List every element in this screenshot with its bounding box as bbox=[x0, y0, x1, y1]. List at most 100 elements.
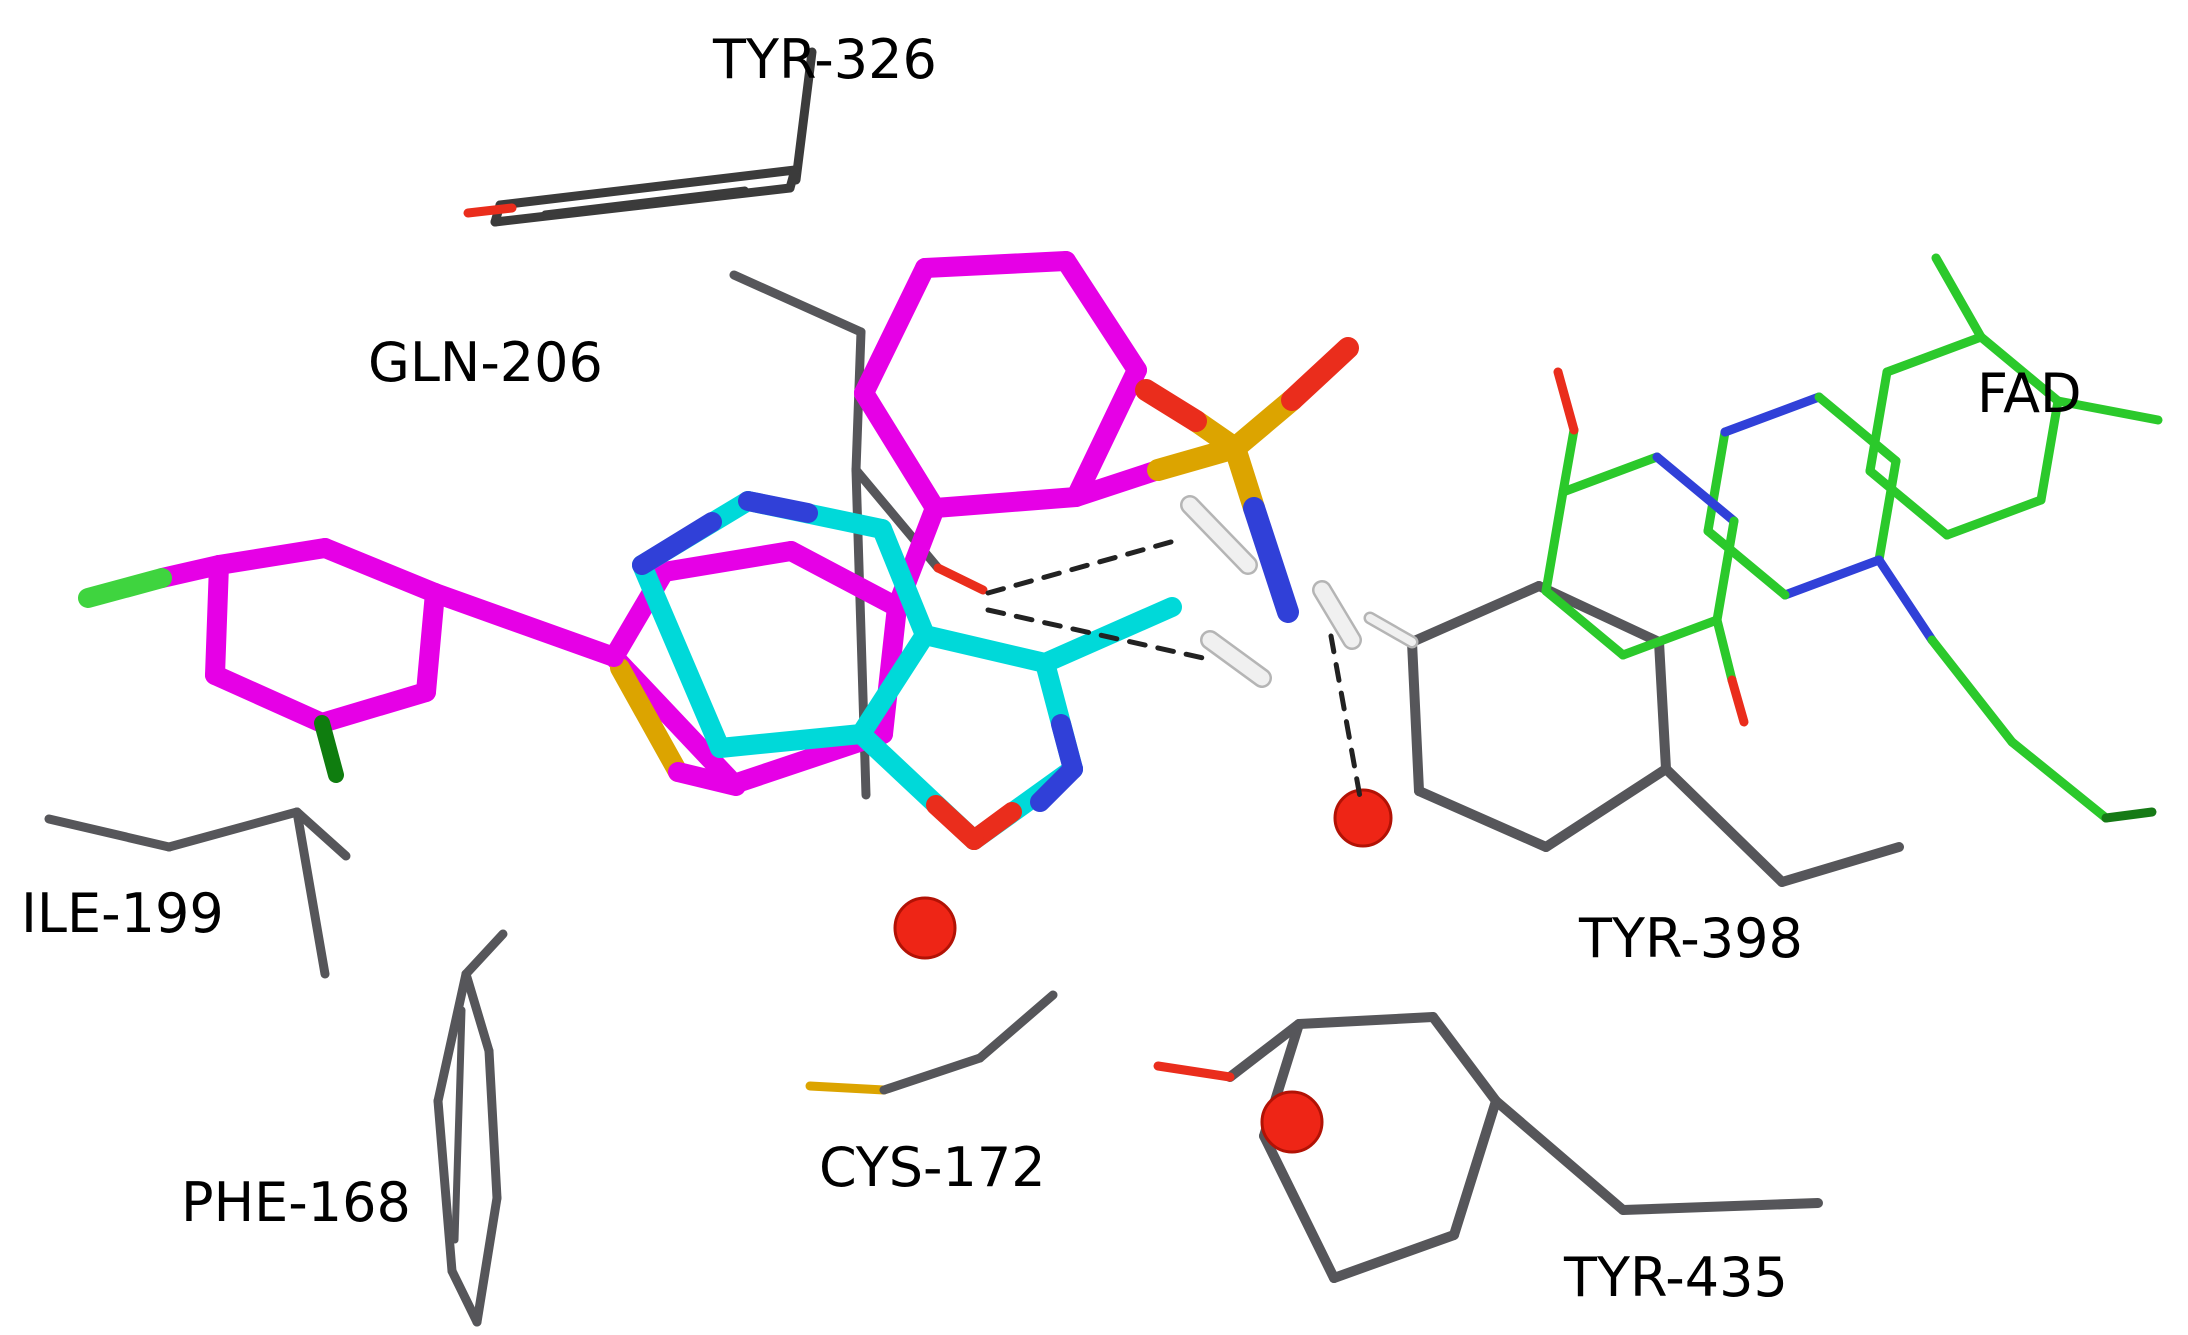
water-sphere bbox=[1260, 1090, 1324, 1154]
bond-sulfur bbox=[1224, 389, 1303, 459]
bond-residue_dark bbox=[495, 165, 800, 210]
bond-residue bbox=[461, 929, 508, 979]
bond-residue bbox=[1534, 581, 1664, 647]
residue-label-gln206: GLN-206 bbox=[368, 331, 603, 394]
bond-residue bbox=[1541, 764, 1671, 852]
bond-residue bbox=[164, 807, 302, 852]
bond-ligA bbox=[205, 555, 229, 685]
bond-ligA bbox=[781, 541, 907, 617]
bond-fad bbox=[1712, 615, 1737, 685]
bond-nitrogen bbox=[632, 512, 722, 575]
bond-ligB bbox=[710, 724, 871, 758]
bond-fad bbox=[2007, 737, 2111, 823]
residue-label-cys172: CYS-172 bbox=[819, 1136, 1046, 1199]
bond-fad bbox=[1703, 427, 1730, 536]
bond-fad bbox=[1865, 367, 1892, 476]
bond-ligA bbox=[416, 583, 445, 702]
residue-label-tyr398: TYR-398 bbox=[1578, 907, 1803, 970]
bond-ligA bbox=[854, 383, 945, 518]
bond-fad bbox=[1927, 635, 2017, 747]
bond-residue bbox=[1407, 637, 1424, 796]
bond-residue_dark bbox=[541, 186, 749, 218]
bond-ligB bbox=[915, 625, 1055, 673]
bond-residue bbox=[292, 807, 351, 861]
bond-residue bbox=[1225, 1019, 1304, 1082]
bond-ligA bbox=[668, 762, 746, 796]
hydrogen-bond bbox=[985, 537, 1181, 596]
water-sphere bbox=[893, 896, 957, 960]
bond-cl_dark bbox=[314, 715, 344, 783]
bond-hydrogen bbox=[1366, 614, 1416, 646]
bond-fad bbox=[1865, 466, 1952, 540]
bond-ligA bbox=[312, 682, 436, 733]
hydrogen-bond bbox=[1328, 633, 1363, 800]
residue-label-ile199: ILE-199 bbox=[21, 882, 224, 945]
scene-layer bbox=[44, 47, 2163, 1327]
cofactor-label-fad: FAD bbox=[1977, 362, 2082, 425]
bond-oxygen bbox=[1281, 337, 1359, 411]
bond-residue bbox=[447, 1266, 482, 1327]
bond-ligB bbox=[851, 625, 935, 744]
bond-nitrogen bbox=[1780, 555, 1884, 600]
bond-chlorine bbox=[78, 568, 172, 608]
bond-residue bbox=[729, 270, 866, 337]
bond-residue bbox=[461, 969, 494, 1056]
bond-oxygen bbox=[463, 203, 517, 218]
hydrogen-bond bbox=[985, 607, 1215, 663]
residue-label-tyr435: TYR-435 bbox=[1563, 1246, 1788, 1309]
bond-ligA bbox=[915, 251, 1076, 278]
bond-ligB bbox=[872, 519, 935, 645]
bond-residue bbox=[472, 1193, 502, 1327]
bond-oxygen bbox=[1553, 367, 1579, 435]
bond-ligA bbox=[315, 538, 445, 603]
bond-oxygen bbox=[1727, 675, 1749, 727]
bond-residue bbox=[1329, 1230, 1459, 1283]
bond-nitrogen bbox=[1874, 555, 1937, 645]
bond-fad bbox=[1703, 526, 1790, 600]
bond-residue bbox=[1414, 786, 1551, 852]
bond-fad bbox=[1976, 332, 2063, 406]
bond-ligA bbox=[209, 538, 335, 575]
labels-layer: TYR-326 GLN-206 FAD ILE-199 PHE-168 CYS-… bbox=[21, 28, 2082, 1309]
bond-residue_dark bbox=[791, 47, 817, 185]
bond-residue bbox=[451, 1006, 466, 1244]
bond-ligB bbox=[632, 555, 730, 758]
bond-residue bbox=[975, 990, 1058, 1063]
water-sphere bbox=[1333, 788, 1393, 848]
bond-residue bbox=[879, 1053, 985, 1095]
bond-ligA bbox=[425, 583, 624, 667]
bond-residue bbox=[1259, 1131, 1339, 1283]
residue-label-phe168: PHE-168 bbox=[181, 1171, 411, 1234]
bond-oxygen bbox=[1135, 379, 1207, 432]
bond-residue bbox=[44, 814, 174, 852]
bond-residue bbox=[1294, 1012, 1438, 1029]
bond-ligA bbox=[854, 258, 935, 403]
bond-residue bbox=[1777, 842, 1904, 887]
bond-residue bbox=[1449, 1096, 1501, 1240]
bond-nitrogen bbox=[1243, 497, 1299, 623]
bond-fad_dark bbox=[2101, 807, 2157, 823]
bond-hydrogen bbox=[1202, 632, 1270, 686]
bond-sulfur bbox=[805, 1081, 889, 1095]
bond-fad bbox=[1558, 425, 1579, 497]
bond-residue bbox=[1428, 1012, 1501, 1106]
bond-residue bbox=[1654, 637, 1671, 774]
bond-residue bbox=[433, 1096, 457, 1276]
bond-ligA bbox=[205, 665, 332, 733]
bond-fad bbox=[1712, 516, 1739, 625]
bond-ligA bbox=[925, 487, 1086, 518]
bond-fad bbox=[1942, 495, 2046, 540]
bond-residue bbox=[292, 807, 330, 979]
bond-residue bbox=[1407, 581, 1544, 647]
bond-residue bbox=[1491, 1096, 1628, 1215]
bond-nitrogen bbox=[1652, 452, 1739, 526]
bond-residue bbox=[1661, 764, 1787, 887]
bond-residue bbox=[484, 1046, 502, 1203]
residue-label-tyr326: TYR-326 bbox=[712, 28, 937, 91]
bond-ligA bbox=[1066, 460, 1168, 507]
bond-ligA bbox=[1056, 251, 1147, 380]
bond-residue_dark bbox=[785, 165, 800, 193]
bond-hydrogen bbox=[1314, 582, 1360, 648]
